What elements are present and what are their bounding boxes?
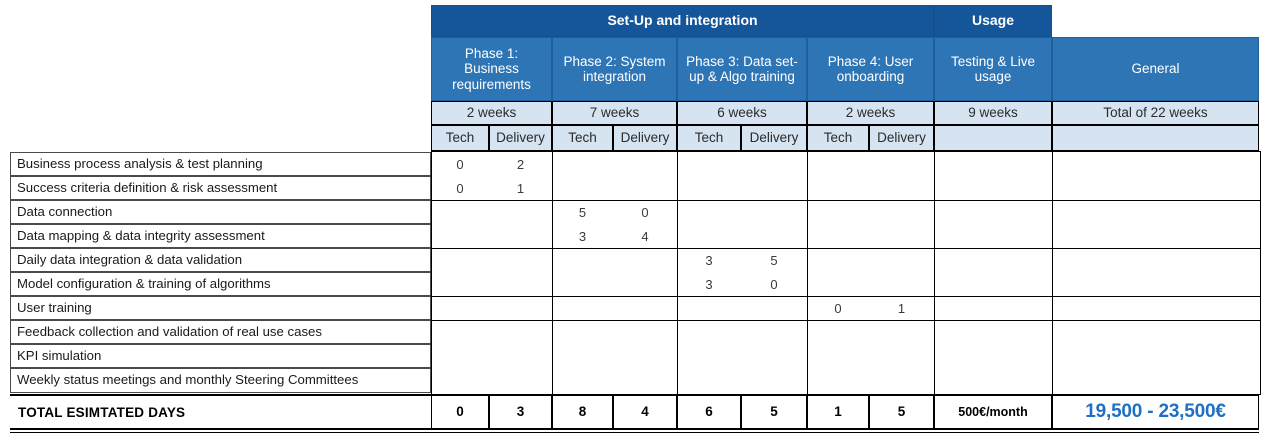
task-label-row-6: User training [10,296,431,320]
subheader-p3-tech: Tech [677,125,741,151]
value-pair-p2-row2: 5 0 [552,201,677,223]
value-pair-p2-row3: 3 4 [552,225,677,247]
body-block-p1-band3 [431,248,554,298]
body-block-general-band3 [1052,248,1261,298]
phase-duration-2: 7 weeks [552,101,677,125]
total-p2-delivery: 4 [613,396,677,428]
phase-header-3: Phase 3: Data set-up & Algo training [677,37,807,101]
totals-bottom-rule-2 [10,432,1259,433]
body-block-p4-band1 [807,151,936,202]
value-p3-delivery-row5: 0 [770,276,778,292]
task-label-row-2: Data connection [10,200,431,224]
body-block-p1-band2 [431,200,554,250]
total-p1-tech: 0 [431,396,489,428]
phase-duration-3: 6 weeks [677,101,807,125]
total-usage-cost: 500€/month [934,396,1052,428]
value-p1-delivery-row0: 2 [516,156,525,172]
value-p4-tech-row6: 0 [834,300,842,316]
value-p1-tech-row0: 0 [456,156,464,172]
subheader-usage-blank [934,125,1052,151]
value-p2-delivery-row2: 0 [641,204,649,220]
group-header-setup-integration: Set-Up and integration [431,5,934,37]
value-p1-delivery-row1: 1 [516,180,525,196]
usage-duration: 9 weeks [934,101,1052,125]
phase-header-4: Phase 4: User onboarding [807,37,934,101]
task-label-row-9: Weekly status meetings and monthly Steer… [10,368,431,393]
totals-label: TOTAL ESIMTATED DAYS [18,404,186,420]
value-p2-tech-row3: 3 [578,228,587,244]
task-label-row-1: Success criteria definition & risk asses… [10,176,431,200]
body-block-p4-band3 [807,248,936,298]
body-block-p2-band5 [552,320,679,395]
value-pair-p3-row5: 3 0 [677,273,807,295]
value-p2-tech-row2: 5 [578,204,587,220]
total-p2-tech: 8 [552,396,613,428]
task-label-row-4: Daily data integration & data validation [10,248,431,272]
task-label-row-7: Feedback collection and validation of re… [10,320,431,344]
phase-header-1: Phase 1: Business requirements [431,37,552,101]
body-block-general-band2 [1052,200,1261,250]
body-block-p4-band4 [807,296,936,322]
grand-total-price: 19,500 - 23,500€ [1052,396,1259,428]
body-block-general-band5 [1052,320,1261,395]
body-block-p2-band4 [552,296,679,322]
subheader-p1-tech: Tech [431,125,489,151]
body-block-general-band1 [1052,151,1261,202]
value-pair-p3-row4: 3 5 [677,249,807,271]
subheader-p1-delivery: Delivery [489,125,552,151]
subheader-p3-delivery: Delivery [741,125,807,151]
total-p1-delivery: 3 [489,396,552,428]
phase-header-2: Phase 2: System integration [552,37,677,101]
value-p1-tech-row1: 0 [456,180,464,196]
subheader-p2-delivery: Delivery [613,125,677,151]
phase-duration-4: 2 weeks [807,101,934,125]
total-p4-delivery: 5 [869,396,934,428]
general-duration: Total of 22 weeks [1052,101,1259,125]
body-block-p1-band4 [431,296,554,322]
body-block-p2-band3 [552,248,679,298]
total-p4-tech: 1 [807,396,869,428]
body-block-p3-band1 [677,151,809,202]
group-header-usage: Usage [934,5,1052,37]
task-label-row-8: KPI simulation [10,344,431,368]
body-block-general-band4 [1052,296,1261,322]
body-block-p3-band2 [677,200,809,250]
body-block-p1-band5 [431,320,554,395]
body-block-p4-band2 [807,200,936,250]
body-block-p2-band1 [552,151,679,202]
body-block-usage-band1 [934,151,1054,202]
task-label-row-5: Model configuration & training of algori… [10,272,431,296]
totals-bottom-rule [10,428,1259,430]
value-p4-delivery-row6: 1 [897,300,906,316]
value-p3-tech-row4: 3 [705,252,713,268]
value-pair-p1-row0: 0 2 [431,153,552,175]
value-p3-tech-row5: 3 [705,276,713,292]
subheader-p4-delivery: Delivery [869,125,934,151]
value-p3-delivery-row4: 5 [770,252,778,268]
task-label-row-3: Data mapping & data integrity assessment [10,224,431,248]
body-block-usage-band5 [934,320,1054,395]
value-pair-p1-row1: 0 1 [431,177,552,199]
general-column-header: General [1052,37,1259,101]
task-label-row-0: Business process analysis & test plannin… [10,152,431,176]
phase-duration-1: 2 weeks [431,101,552,125]
body-block-p3-band5 [677,320,809,395]
subheader-p2-tech: Tech [552,125,613,151]
total-p3-delivery: 5 [741,396,807,428]
body-block-p2-band2 [552,200,679,250]
totals-top-rule [10,394,1259,396]
value-pair-p4-row6: 0 1 [807,297,934,319]
body-block-p4-band5 [807,320,936,395]
body-block-p1-band1 [431,151,554,202]
body-block-p3-band4 [677,296,809,322]
subheader-general-blank [1052,125,1259,151]
body-block-usage-band4 [934,296,1054,322]
body-block-usage-band2 [934,200,1054,250]
subheader-p4-tech: Tech [807,125,869,151]
value-p2-delivery-row3: 4 [641,228,649,244]
usage-column-header: Testing & Live usage [934,37,1052,101]
total-p3-tech: 6 [677,396,741,428]
body-block-usage-band3 [934,248,1054,298]
